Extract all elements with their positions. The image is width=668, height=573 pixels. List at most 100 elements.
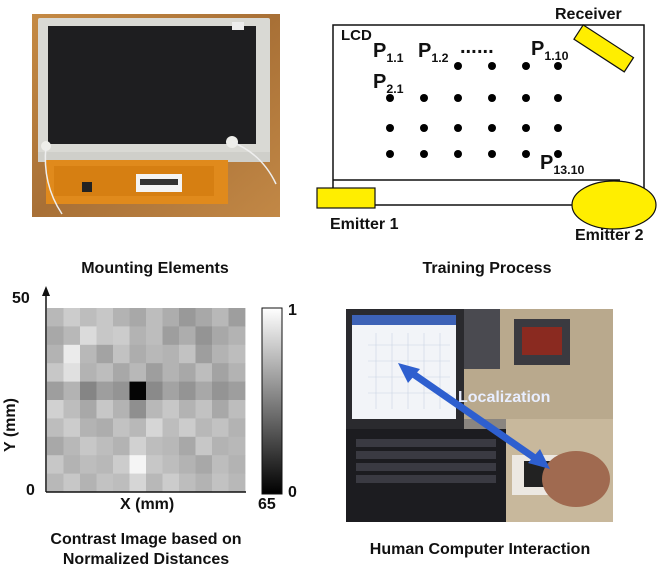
heatmap-cell <box>129 363 147 382</box>
emitter-1-label: Emitter 1 <box>330 216 399 233</box>
heatmap-cell <box>96 344 114 364</box>
heatmap-cell <box>162 400 180 419</box>
heatmap-cell <box>195 400 213 419</box>
heatmap-cell <box>212 455 229 474</box>
heatmap-cell <box>195 308 213 327</box>
lcd-mounting-illustration <box>32 14 280 217</box>
heatmap-cell <box>113 326 130 346</box>
heatmap-cell <box>212 326 229 346</box>
heatmap-cell <box>179 363 196 382</box>
heatmap-cell <box>80 400 97 419</box>
heatmap-cell <box>63 326 81 346</box>
heatmap-cell <box>96 400 114 419</box>
heatmap-cell <box>212 344 229 364</box>
point-label-p2-1: P2.1 <box>373 71 404 96</box>
heatmap-cell <box>162 418 180 438</box>
ellipsis-label: ... <box>460 36 477 58</box>
heatmap-cell <box>47 418 64 438</box>
heatmap-cell <box>80 308 97 327</box>
heatmap-cell <box>195 326 213 346</box>
heatmap-cell <box>63 363 81 382</box>
localization-arrow <box>404 366 544 466</box>
heatmap-cell <box>113 455 130 474</box>
heatmap-cell <box>228 418 246 438</box>
training-diagram-svg <box>316 24 657 230</box>
receiver-shape <box>573 24 635 73</box>
heatmap-cell <box>80 455 97 474</box>
heatmap-cell <box>80 381 97 401</box>
heatmap-cell <box>162 344 180 364</box>
heatmap-cell <box>146 473 163 493</box>
ellipsis-label-2: ... <box>477 36 494 58</box>
heatmap-cell <box>80 363 97 382</box>
heatmap-cell <box>113 418 130 438</box>
caption-contrast-line1: Contrast Image based on <box>50 531 242 548</box>
heatmap-cell <box>63 436 81 456</box>
hci-photo: Localization <box>346 309 613 522</box>
heatmap-cell <box>146 400 163 419</box>
heatmap-cell <box>96 363 114 382</box>
heatmap-cell <box>96 381 114 401</box>
heatmap-cell <box>195 436 213 456</box>
training-point <box>454 124 462 132</box>
emitter-2-shape <box>571 180 657 230</box>
y-axis-label: Y (mm) <box>2 398 19 452</box>
localization-label: Localization <box>458 389 551 406</box>
colorbar <box>261 307 283 495</box>
lcd-mounting-photo <box>32 14 280 217</box>
training-process-diagram: LCD Receiver Emitter 1 Emitter 2 P1.1 P1… <box>300 0 668 250</box>
point-label-p1-1: P1.1 <box>373 40 404 65</box>
heatmap-cell <box>195 381 213 401</box>
heatmap-cell <box>179 400 196 419</box>
heatmap-cell <box>212 363 229 382</box>
heatmap-cell <box>212 473 229 493</box>
receiver-label: Receiver <box>555 6 622 23</box>
heatmap-cell <box>47 400 64 419</box>
heatmap-cell <box>162 326 180 346</box>
heatmap-cell <box>80 344 97 364</box>
heatmap-cell <box>96 326 114 346</box>
heatmap-cell <box>179 455 196 474</box>
caption-training-process: Training Process <box>422 260 552 277</box>
heatmap-cell <box>195 473 213 493</box>
heatmap-cell <box>146 418 163 438</box>
heatmap-cell <box>179 308 196 327</box>
lcd-label: LCD <box>341 27 372 44</box>
caption-contrast-line2: Normalized Distances <box>62 551 230 568</box>
heatmap-cell <box>212 400 229 419</box>
training-point <box>454 150 462 158</box>
heatmap-cell <box>146 344 163 364</box>
training-point <box>386 150 394 158</box>
heatmap-cell <box>129 455 147 474</box>
training-point <box>420 150 428 158</box>
heatmap-cell <box>162 308 180 327</box>
heatmap-cell <box>47 473 64 493</box>
heatmap-cell <box>228 473 246 493</box>
training-point <box>454 94 462 102</box>
training-point <box>522 124 530 132</box>
training-point <box>488 124 496 132</box>
training-point <box>488 62 496 70</box>
heatmap-cell <box>47 344 64 364</box>
heatmap-cell <box>179 473 196 493</box>
heatmap-cell <box>47 308 64 327</box>
heatmap-cell <box>228 436 246 456</box>
heatmap-cell <box>96 455 114 474</box>
caption-mounting-elements: Mounting Elements <box>81 260 229 277</box>
heatmap-cell <box>113 381 130 401</box>
heatmap-cell <box>63 455 81 474</box>
heatmap-cell <box>179 344 196 364</box>
heatmap-cell <box>113 400 130 419</box>
point-label-p13-10: P13.10 <box>540 152 585 177</box>
origin-label: 0 <box>26 482 35 499</box>
heatmap-cell <box>195 344 213 364</box>
heatmap-cell <box>129 308 147 327</box>
heatmap-cell <box>195 363 213 382</box>
heatmap-cell <box>80 473 97 493</box>
heatmap-cell <box>96 418 114 438</box>
heatmap-cell <box>113 363 130 382</box>
heatmap-cell <box>47 381 64 401</box>
heatmap-cell <box>228 381 246 401</box>
heatmap-cell <box>162 473 180 493</box>
heatmap-cell <box>113 344 130 364</box>
